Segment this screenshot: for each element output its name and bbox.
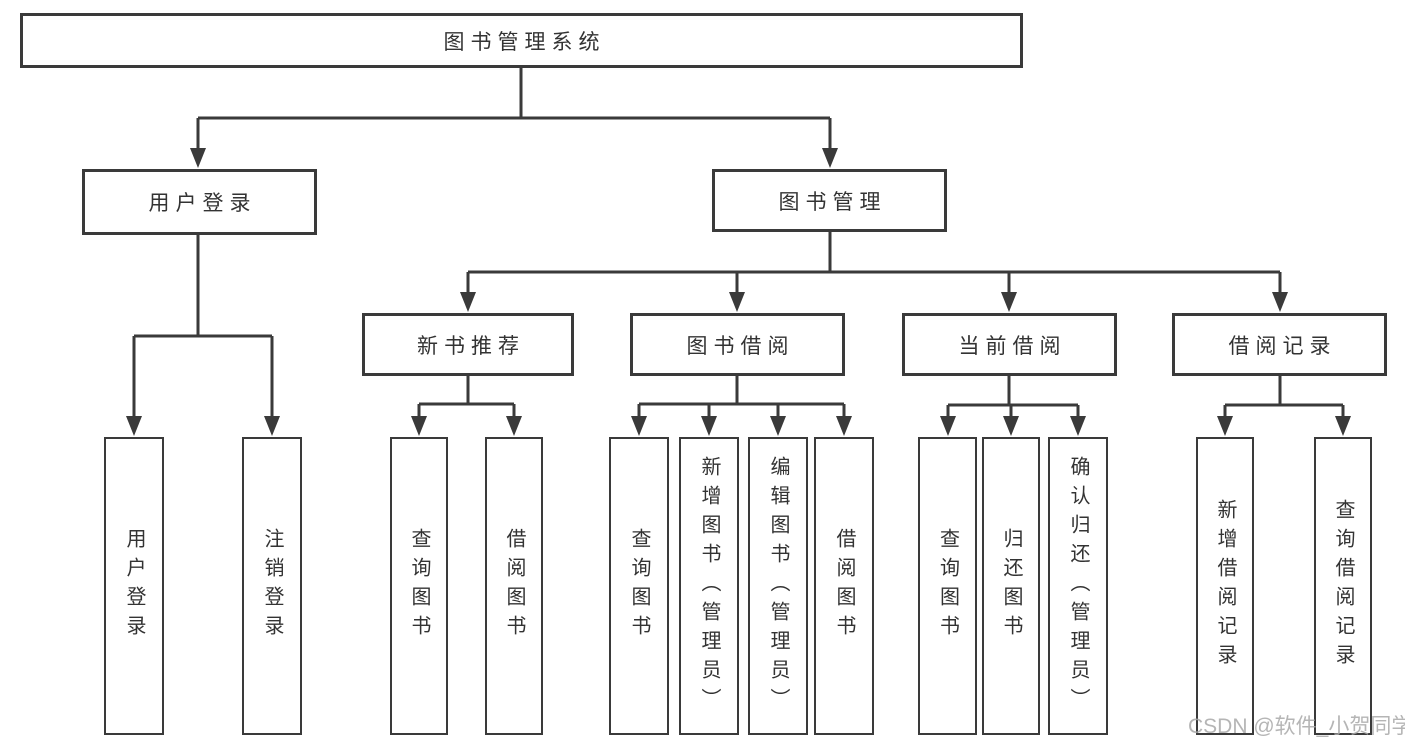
node-new-book-recommendation: 新书推荐	[362, 313, 574, 376]
arrowheads	[126, 148, 1351, 436]
arrowhead	[770, 416, 786, 436]
node-user-login: 用户登录	[82, 169, 317, 235]
arrowhead	[1001, 292, 1017, 312]
leaf-user-login: 用户登录	[104, 437, 164, 735]
leaf-add-borrow-record-label: 新增借阅记录	[1214, 499, 1236, 673]
arrowhead	[836, 416, 852, 436]
node-root: 图书管理系统	[20, 13, 1023, 68]
node-book-management: 图书管理	[712, 169, 947, 232]
connector-root-to-level2	[196, 68, 832, 150]
node-new-book-recommendation-label: 新书推荐	[417, 334, 525, 358]
leaf-query-borrow-record: 查询借阅记录	[1314, 437, 1372, 735]
leaf-return-books: 归还图书	[982, 437, 1040, 735]
arrowhead	[822, 148, 838, 168]
leaf-query-books-current-label: 查询图书	[936, 528, 959, 644]
arrowhead	[1217, 416, 1233, 436]
leaf-query-books-borrow: 查询图书	[609, 437, 669, 735]
arrowhead	[701, 416, 717, 436]
node-current-borrowing: 当前借阅	[902, 313, 1117, 376]
leaf-edit-books-admin: 编辑图书（管理员）	[748, 437, 808, 735]
arrowhead	[940, 416, 956, 436]
leaf-borrow-books-recommend: 借阅图书	[485, 437, 543, 735]
connector-bookmgmt-to-level3	[466, 232, 1282, 294]
arrowhead	[264, 416, 280, 436]
leaf-confirm-return-admin-label: 确认归还（管理员）	[1067, 455, 1089, 717]
leaf-query-borrow-record-label: 查询借阅记录	[1332, 499, 1354, 673]
node-current-borrowing-label: 当前借阅	[958, 334, 1067, 358]
leaf-confirm-return-admin: 确认归还（管理员）	[1048, 437, 1108, 735]
connector-records-to-leaves	[1223, 376, 1345, 418]
arrowhead	[1070, 416, 1086, 436]
connector-lines	[132, 68, 1345, 418]
node-user-login-label: 用户登录	[148, 192, 257, 215]
arrowhead	[1335, 416, 1351, 436]
connector-newbook-to-leaves	[417, 376, 516, 418]
arrowhead	[411, 416, 427, 436]
node-borrowing-records-label: 借阅记录	[1228, 334, 1337, 358]
arrowhead	[190, 148, 206, 168]
leaf-borrow-books-label: 借阅图书	[833, 528, 855, 644]
arrowhead	[506, 416, 522, 436]
arrowhead	[1272, 292, 1288, 312]
leaf-borrow-books-recommend-label: 借阅图书	[503, 528, 525, 644]
node-borrowing-records: 借阅记录	[1172, 313, 1387, 376]
arrowhead	[1003, 416, 1019, 436]
leaf-query-books-recommend: 查询图书	[390, 437, 448, 735]
leaf-query-books-recommend-label: 查询图书	[408, 528, 430, 644]
leaf-logout-label: 注销登录	[261, 528, 283, 644]
arrowhead	[729, 292, 745, 312]
node-book-borrowing: 图书借阅	[630, 313, 845, 376]
leaf-add-books-admin: 新增图书（管理员）	[679, 437, 739, 735]
connector-currentborrow-to-leaves	[946, 376, 1080, 418]
leaf-user-login-label: 用户登录	[123, 528, 145, 644]
node-root-label: 图书管理系统	[443, 30, 606, 54]
leaf-add-borrow-record: 新增借阅记录	[1196, 437, 1254, 735]
node-book-borrowing-label: 图书借阅	[686, 334, 795, 358]
arrowhead	[126, 416, 142, 436]
leaf-borrow-books: 借阅图书	[814, 437, 874, 735]
leaf-return-books-label: 归还图书	[1000, 528, 1022, 644]
leaf-query-books-borrow-label: 查询图书	[628, 528, 650, 644]
arrowhead	[631, 416, 647, 436]
node-book-management-label: 图书管理	[778, 190, 887, 214]
connector-userlogin-to-leaves	[132, 235, 274, 418]
arrowhead	[460, 292, 476, 312]
leaf-edit-books-admin-label: 编辑图书（管理员）	[767, 455, 789, 717]
connector-bookborrow-to-leaves	[637, 376, 846, 418]
leaf-add-books-admin-label: 新增图书（管理员）	[698, 455, 720, 717]
leaf-logout: 注销登录	[242, 437, 302, 735]
leaf-query-books-current: 查询图书	[918, 437, 977, 735]
